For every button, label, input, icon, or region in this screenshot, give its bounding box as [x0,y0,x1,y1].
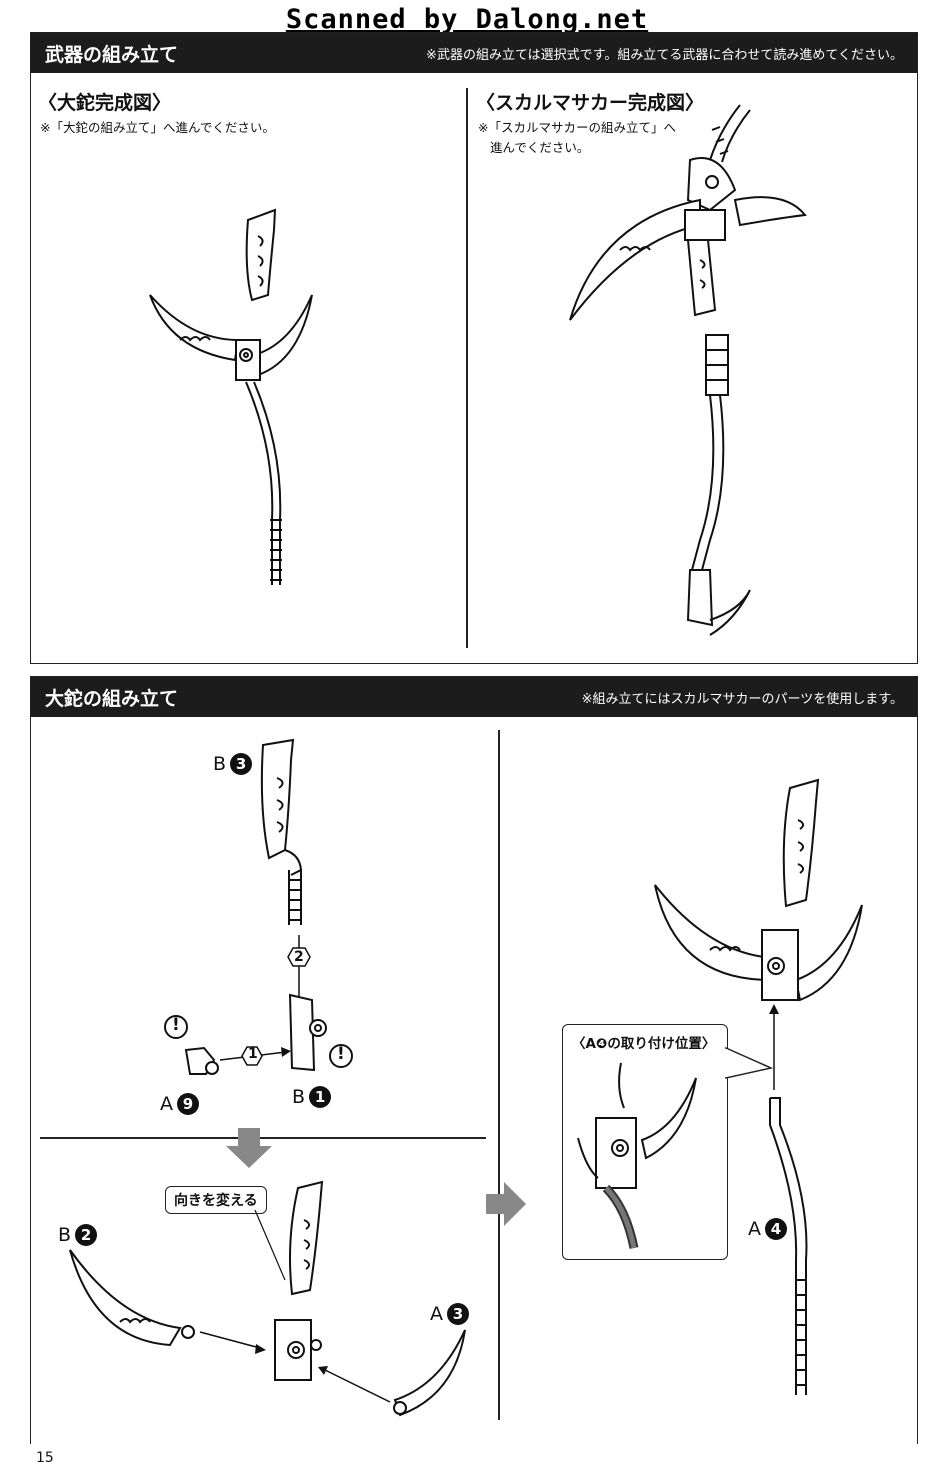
caution-mark-a9: ! [172,1015,180,1035]
caution-icon-a9 [164,1015,188,1039]
assembly-section-header: 大鉈の組み立て ※組み立てにはスカルマサカーのパーツを使用します。 [31,677,917,717]
caution-icon-b1 [329,1044,353,1068]
down-arrow-icon [226,1128,272,1168]
assembly-final-illustration [654,778,863,1395]
weapons-divider [466,88,468,648]
assembly-horizontal-divider [40,1137,486,1139]
assembly-section: 大鉈の組み立て ※組み立てにはスカルマサカーのパーツを使用します。 [30,676,918,1444]
part-number-a4: 4 [765,1218,787,1240]
scan-watermark: Scanned by Dalong.net [285,4,649,35]
weapons-section: 武器の組み立て ※武器の組み立ては選択式です。組み立てる武器に合わせて読み進めて… [30,32,918,664]
caution-mark-b1: ! [337,1044,345,1064]
assembly-step-3-illustration [69,1180,466,1417]
part-number-b2: 2 [75,1224,98,1246]
part-b1-illustration [288,993,327,1072]
weapons-section-title: 武器の組み立て [45,43,179,66]
skull-massacre-complete-title: 〈スカルマサカー完成図〉 [476,92,705,114]
attachment-position-illustration [577,1062,697,1249]
large-machete-complete-title: 〈大鉈完成図〉 [38,92,172,114]
change-orientation-label: 向きを変える [165,1186,267,1214]
part-a9-illustration [184,1046,291,1075]
part-b3-illustration [260,738,303,925]
part-number-b3: 3 [230,753,253,775]
part-number-b1: 1 [309,1086,332,1108]
large-machete-complete-note: ※「大鉈の組み立て」へ進んでください。 [40,120,275,135]
weapons-section-note: ※武器の組み立ては選択式です。組み立てる武器に合わせて読み進めてください。 [426,47,903,63]
large-machete-complete-illustration [149,208,313,585]
skull-massacre-complete-note-2: 進んでください。 [490,140,590,155]
step-1-number: 1 [248,1046,258,1062]
attachment-position-title: 〈A❹の取り付け位置〉 [572,1036,716,1052]
callout-pointer [724,1046,774,1079]
right-arrow-icon [486,1182,526,1226]
step-2-number: 2 [294,949,304,965]
page-number: 15 [36,1450,54,1466]
assembly-section-note: ※組み立てにはスカルマサカーのパーツを使用します。 [581,691,903,707]
assembly-vertical-divider [498,730,500,1420]
skull-massacre-complete-note-1: ※「スカルマサカーの組み立て」へ [478,120,676,135]
weapons-section-header: 武器の組み立て ※武器の組み立ては選択式です。組み立てる武器に合わせて読み進めて… [31,33,917,73]
assembly-section-title: 大鉈の組み立て [45,687,179,710]
part-number-a3: 3 [447,1303,469,1325]
skull-massacre-complete-illustration [569,104,807,636]
part-number-a9: 9 [177,1093,199,1115]
